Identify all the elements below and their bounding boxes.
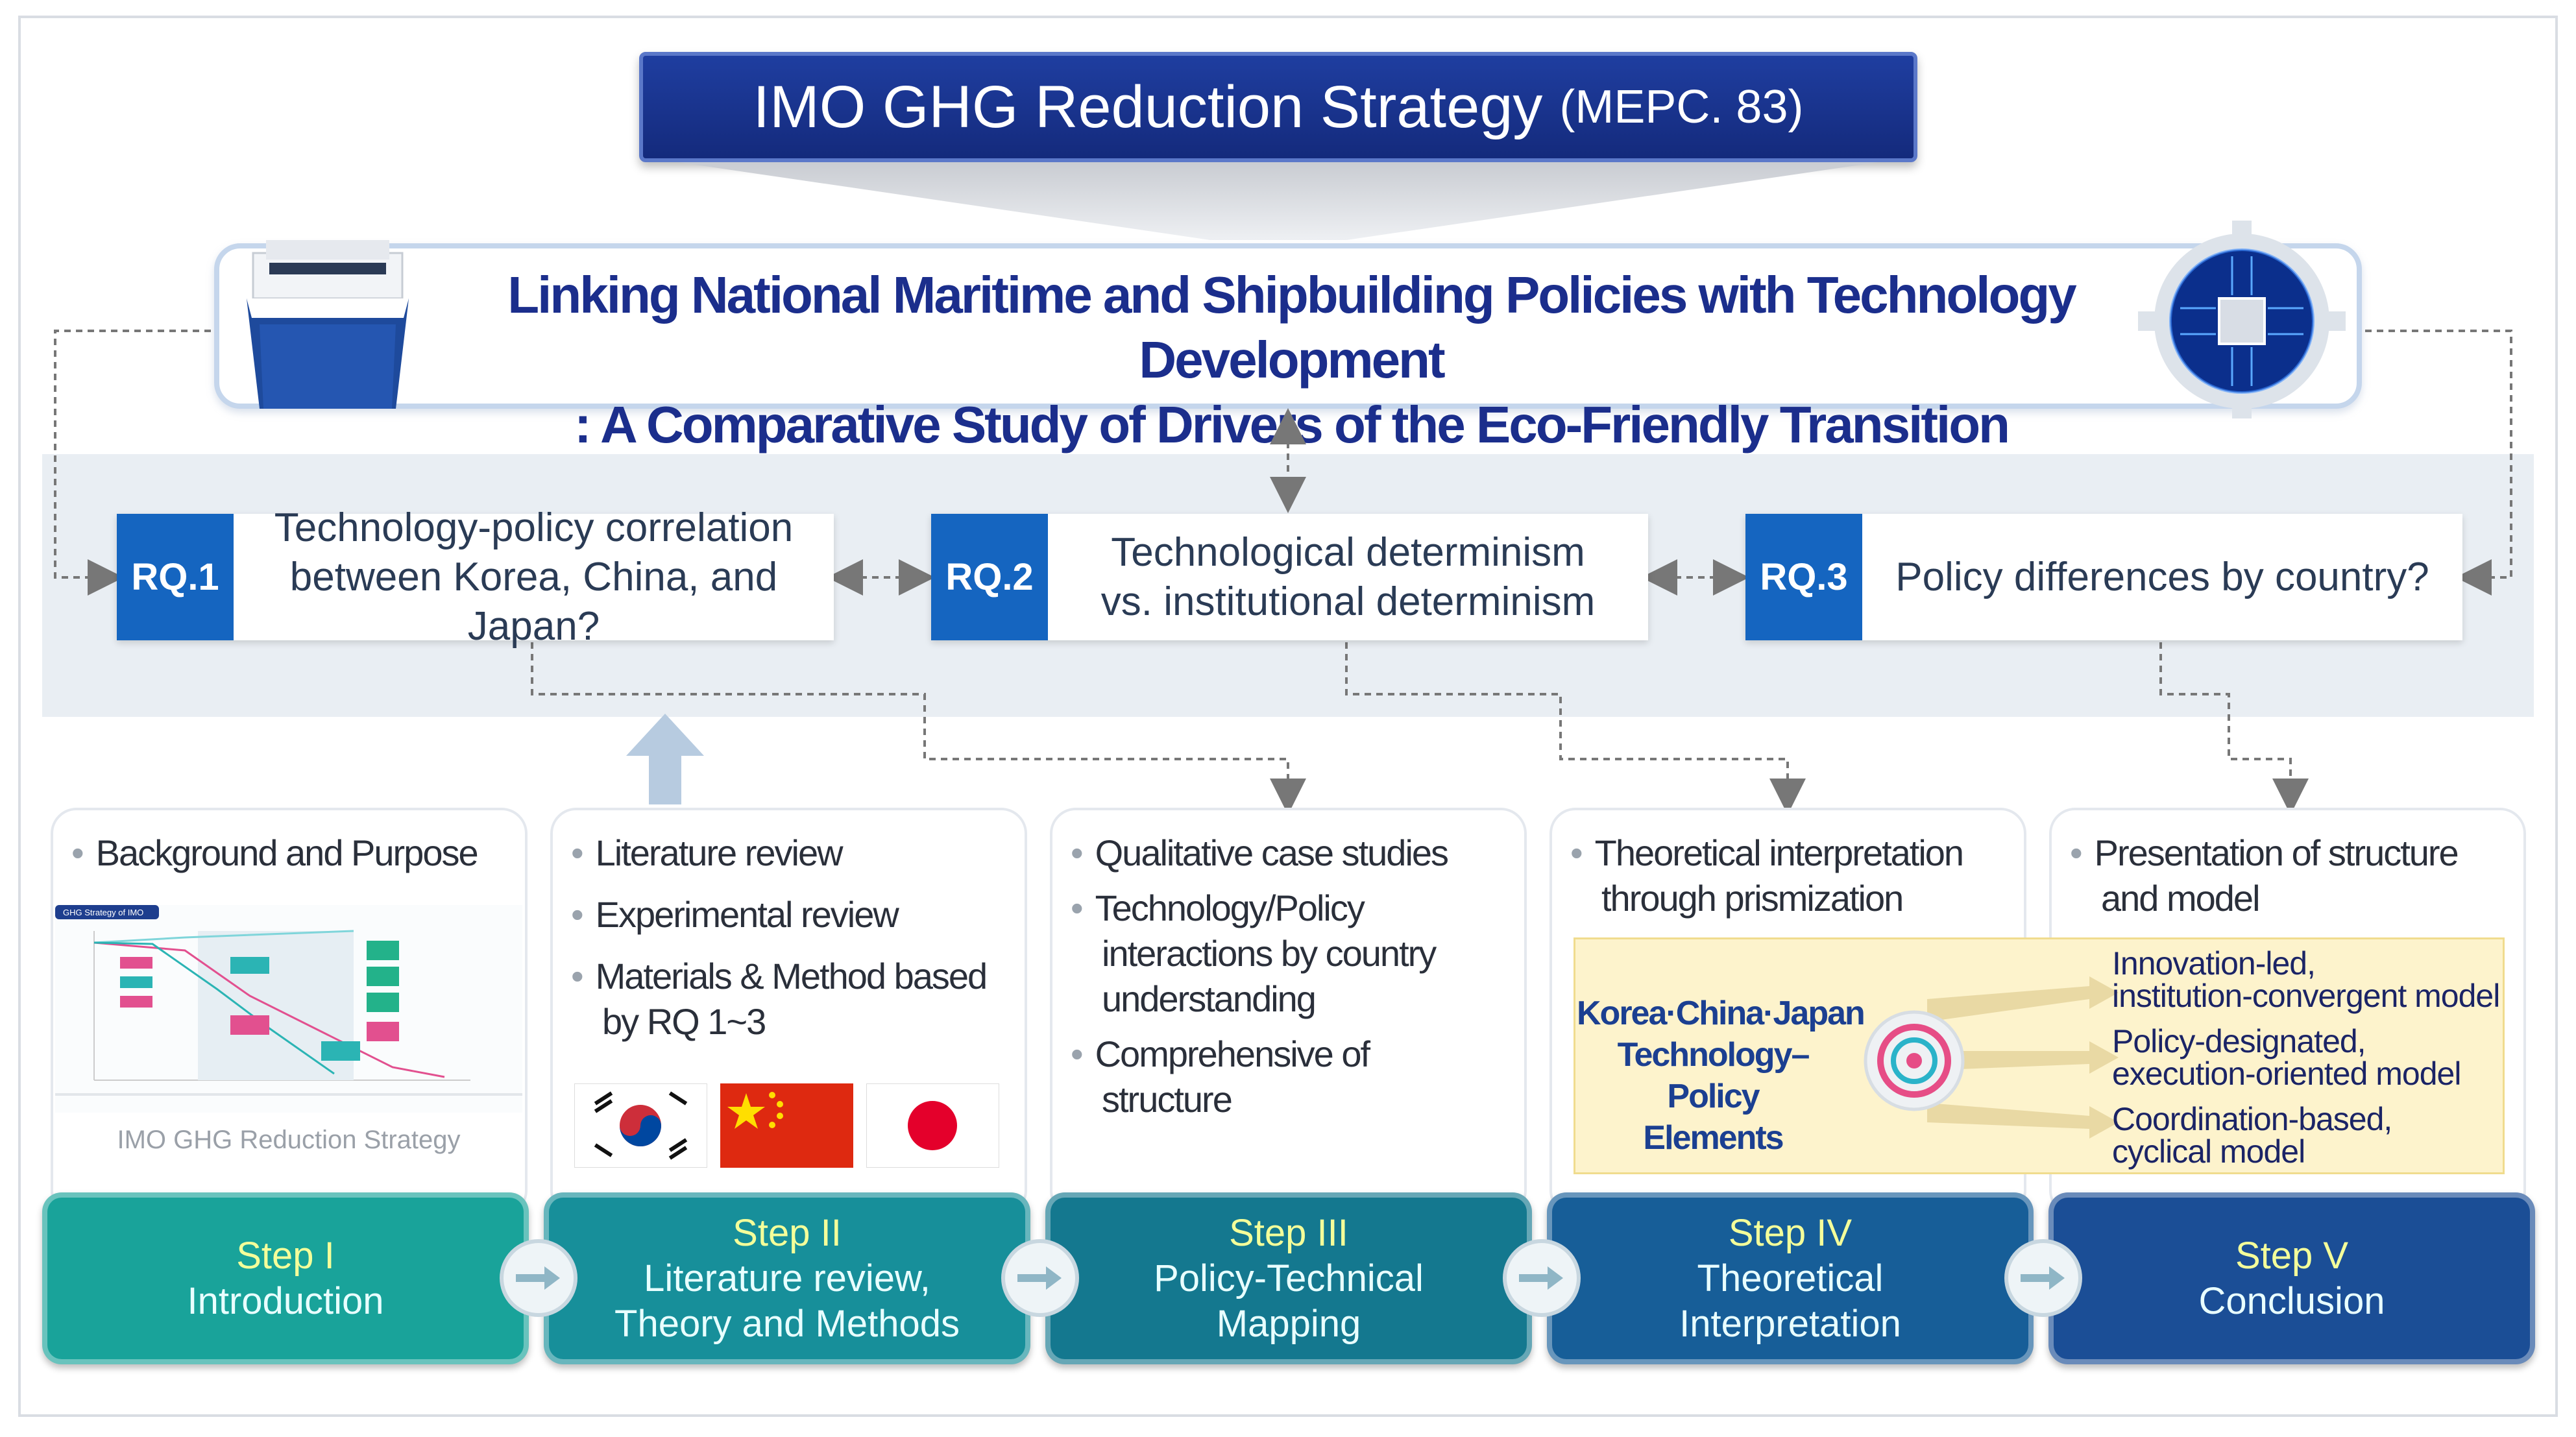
rq3-line1: Policy differences by country?: [1895, 554, 2429, 599]
rq3-text: Policy differences by country?: [1862, 514, 2462, 640]
korea-flag-icon: [574, 1083, 707, 1168]
study-title-line2: : A Comparative Study of Drivers of the …: [574, 396, 2010, 453]
rq2-line2: vs. institutional determinism: [1100, 579, 1596, 624]
step-1: Step I Introduction: [42, 1192, 529, 1364]
funnel-shape: [678, 162, 1878, 240]
step-arrow-icon: [2004, 1239, 2082, 1317]
step-arrow-icon: [1503, 1239, 1581, 1317]
model-2: Policy-designated,execution-oriented mod…: [2112, 1023, 2461, 1092]
elements-line3: Elements: [1643, 1119, 1784, 1157]
step-2-label-1: Literature review,: [644, 1257, 930, 1299]
elements-line1: Korea·China·Japan: [1577, 995, 1865, 1032]
rq1-line2: between Korea, China, and Japan?: [289, 554, 778, 649]
step-2: Step II Literature review, Theory and Me…: [544, 1192, 1030, 1364]
outer-frame: [18, 16, 2558, 1417]
study-title-line1: Linking National Maritime and Shipbuildi…: [507, 266, 2076, 389]
ship-icon: [247, 240, 409, 409]
step-1-label: Introduction: [187, 1279, 384, 1322]
step-3-label-1: Policy-Technical: [1154, 1257, 1424, 1299]
model-3: Coordination-based,cyclical model: [2112, 1101, 2392, 1170]
title-banner: IMO GHG Reduction Strategy (MEPC. 83): [639, 52, 1917, 162]
card3-bullet-1: •Qualitative case studies: [1071, 832, 1449, 873]
thumb-title: GHG Strategy of IMO: [63, 908, 143, 917]
step-2-label-2: Theory and Methods: [614, 1302, 960, 1345]
step-4: Step IV Theoretical Interpretation: [1547, 1192, 2034, 1364]
card2-bullet-1: •Literature review: [571, 832, 844, 873]
rq2-line1: Technological determinism: [1111, 529, 1585, 575]
step-4-label-1: Theoretical: [1697, 1257, 1884, 1299]
step-5: Step V Conclusion: [2048, 1192, 2535, 1364]
card1-bullet: •Background and Purpose: [71, 832, 479, 873]
step-5-label: Conclusion: [2198, 1279, 2385, 1322]
rq3-tag: RQ.3: [1745, 514, 1862, 640]
japan-flag-icon: [866, 1083, 999, 1168]
step-4-num: Step IV: [1728, 1211, 1853, 1254]
china-flag-icon: [720, 1083, 853, 1168]
step-3-num: Step III: [1229, 1211, 1348, 1254]
card-mapping: [1050, 808, 1527, 1216]
study-title-box: [214, 243, 2362, 409]
step-3-label-2: Mapping: [1216, 1302, 1361, 1345]
rq1-tag: RQ.1: [117, 514, 234, 640]
chip-gear-icon: [2138, 221, 2346, 418]
step-2-num: Step II: [733, 1211, 842, 1254]
card2-bullet-2: •Experimental review: [571, 894, 899, 935]
prism-arrows: [1864, 976, 2119, 1139]
study-title: Linking National Maritime and Shipbuildi…: [415, 263, 2167, 457]
step-3: Step III Policy-Technical Mapping: [1045, 1192, 1532, 1364]
card1-caption: IMO GHG Reduction Strategy: [117, 1126, 461, 1154]
title-main: IMO GHG Reduction Strategy: [753, 73, 1543, 140]
step-arrow-icon: [500, 1239, 577, 1317]
rq3-box: RQ.3 Policy differences by country?: [1745, 514, 2462, 640]
step-5-num: Step V: [2235, 1234, 2349, 1277]
step-4-label-2: Interpretation: [1679, 1302, 1901, 1345]
step-arrow-icon: [1001, 1239, 1079, 1317]
step-1-num: Step I: [236, 1234, 335, 1277]
rq1-line1: Technology-policy correlation: [274, 505, 794, 550]
model-1: Innovation-led,institution-convergent mo…: [2112, 945, 2500, 1014]
elements-line2: Technology–Policy: [1617, 1036, 1810, 1115]
rq2-tag: RQ.2: [931, 514, 1048, 640]
elements-label: Korea·China·Japan Technology–Policy Elem…: [1577, 993, 1865, 1159]
ghg-strategy-thumbnail: GHG Strategy of IMO: [55, 905, 522, 1113]
title-sub: (MEPC. 83): [1559, 81, 1804, 133]
